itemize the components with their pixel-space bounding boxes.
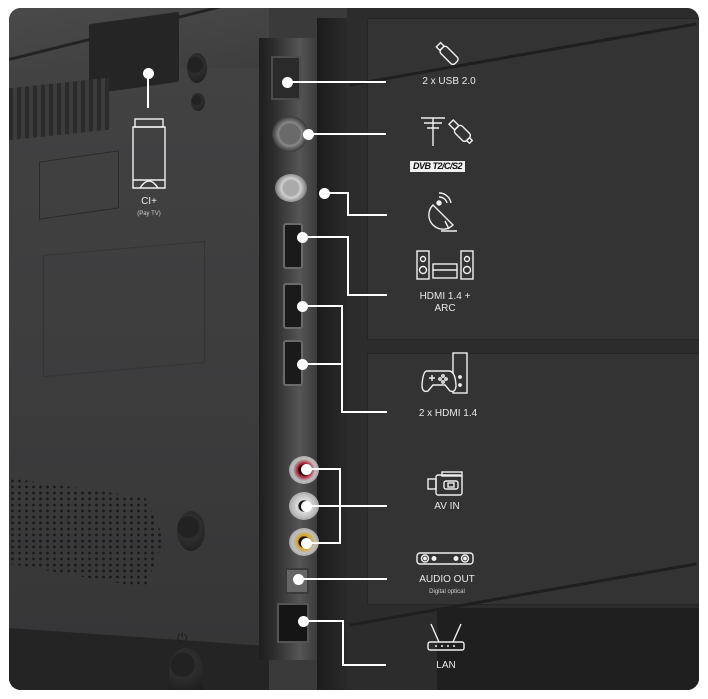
ci-callout-line [147, 74, 149, 108]
antenna-callout-dot [303, 129, 314, 140]
ci-label-text: CI+ [141, 196, 157, 207]
audio-out-sublabel: Digital optical [429, 589, 465, 595]
power-icon: ⏻ [177, 630, 188, 645]
vesa-screw [177, 511, 205, 551]
hdmi-arc-callout-dot [297, 232, 308, 243]
av-yellow-callout-dot [301, 538, 312, 549]
lan-callout-line [304, 620, 344, 622]
dvb-standard-badge: DVB T2/C/S2 [410, 161, 466, 172]
stand-base [437, 608, 699, 690]
soundbar-icon [415, 551, 475, 567]
back-panel-cover [43, 240, 205, 378]
router-icon [425, 622, 467, 652]
audio-out-callout-line [299, 578, 387, 580]
side-panel-lower [367, 353, 699, 605]
power-button-well [169, 648, 203, 690]
hdmi1-callout-line [303, 363, 343, 365]
mount-hole-small [191, 93, 205, 111]
hdmi-arc-callout-line-vertical [347, 236, 349, 296]
usb-label: 2 x USB 2.0 [422, 76, 476, 87]
lan-callout-line-vertical [342, 620, 344, 666]
av-callout-line-vertical [339, 468, 341, 544]
camcorder-icon [426, 471, 470, 497]
hdmi-label: 2 x HDMI 1.4 [418, 408, 478, 419]
tv-side-panel [347, 8, 699, 690]
av-yellow-callout-line [307, 542, 341, 544]
antenna-port [272, 116, 308, 152]
hdmi-arc-label: HDMI 1.4 + ARC [415, 291, 475, 315]
satellite-dish-icon [427, 191, 467, 233]
usb-callout-dot [282, 77, 293, 88]
satellite-port [275, 174, 307, 202]
ci-callout-dot [143, 68, 154, 79]
mount-hole [187, 53, 207, 83]
hdmi-arc-label-line2: ARC [434, 303, 456, 314]
warning-label [39, 150, 119, 220]
hdmi-arc-port [283, 223, 303, 269]
satellite-callout-line-vertical [347, 192, 349, 215]
hdmi1-callout-dot [297, 359, 308, 370]
audio-out-callout-dot [293, 574, 304, 585]
lan-callout-dot [298, 616, 309, 627]
hdmi2-callout-dot [297, 301, 308, 312]
usb-stick-icon [433, 40, 463, 70]
ci-label: CI+ (Pay TV) [127, 196, 171, 220]
hdmi-callout-line-vertical [341, 305, 343, 413]
av-red-callout-dot [301, 464, 312, 475]
top-vent [9, 77, 109, 141]
audio-out-label: AUDIO OUT Digital optical [409, 574, 485, 598]
antenna-callout-line [309, 133, 386, 135]
av-red-callout-line [307, 468, 341, 470]
lan-label: LAN [436, 660, 456, 671]
tv-bottom-base [9, 628, 269, 690]
home-theater-icon [415, 249, 475, 283]
av-in-label: AV IN [434, 501, 460, 512]
audio-out-label-text: AUDIO OUT [419, 574, 475, 585]
hdmi-arc-label-line1: HDMI 1.4 + [419, 291, 471, 302]
hdmi-arc-callout-line [303, 236, 349, 238]
ci-sublabel: (Pay TV) [137, 211, 161, 217]
satellite-callout-dot [319, 188, 330, 199]
tv-back-housing: ⏻ [9, 8, 269, 690]
hdmi-arc-callout-line-horizontal [347, 294, 387, 296]
satellite-callout-line [325, 192, 349, 194]
hdmi2-callout-line [303, 305, 343, 307]
satellite-callout-line-horizontal [347, 214, 387, 216]
hdmi-callout-line-horizontal [341, 411, 387, 413]
ci-card-icon [131, 118, 167, 190]
tv-rear-photo: ⏻ CI+ (Pay TV) [9, 8, 699, 690]
lan-callout-line-horizontal [342, 664, 386, 666]
usb-callout-line [288, 81, 386, 83]
game-console-icon [421, 351, 471, 397]
av-white-callout-line [307, 505, 387, 507]
av-white-callout-dot [301, 501, 312, 512]
speaker-grill [9, 478, 164, 588]
antenna-and-coax-icon [419, 114, 475, 148]
